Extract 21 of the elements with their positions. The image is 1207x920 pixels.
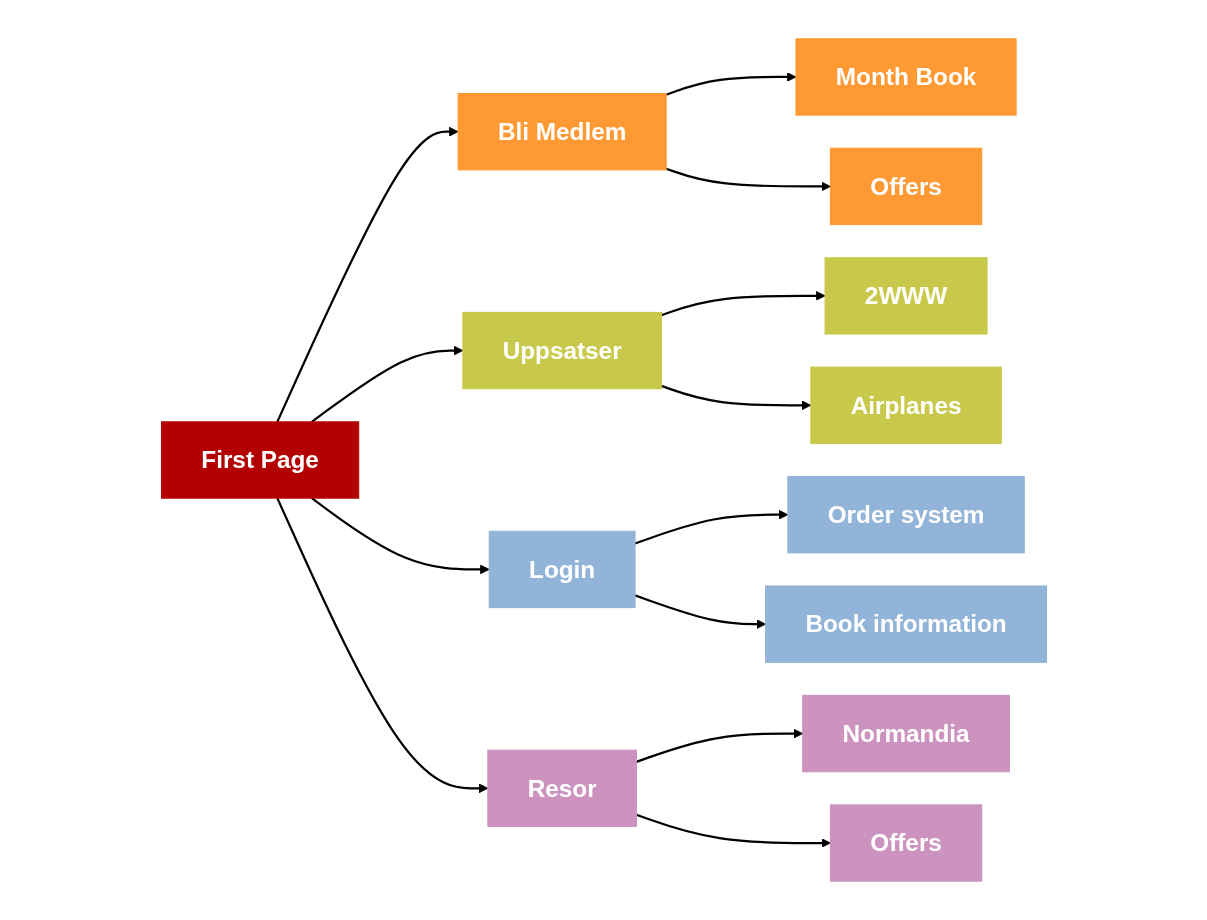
node-box: Resor bbox=[486, 749, 637, 827]
node-box: Book information bbox=[764, 585, 1047, 663]
arrow bbox=[634, 509, 788, 545]
node-box: 2WWW bbox=[824, 257, 988, 335]
node-box: Offers bbox=[829, 804, 982, 882]
arrow bbox=[665, 72, 796, 96]
node-box: Login bbox=[488, 530, 636, 609]
node-box: Offers bbox=[829, 147, 982, 226]
node-box: Month Book bbox=[794, 38, 1017, 116]
arrow bbox=[310, 345, 463, 423]
arrow bbox=[635, 728, 803, 763]
node-box: Airplanes bbox=[809, 366, 1002, 444]
arrow bbox=[275, 497, 488, 794]
arrow bbox=[660, 291, 825, 317]
node-box: Order system bbox=[786, 476, 1025, 554]
arrow bbox=[660, 384, 811, 411]
node-box: Normandia bbox=[801, 694, 1010, 773]
node-box: First Page bbox=[160, 421, 359, 499]
arrow bbox=[634, 594, 766, 629]
node-box: Uppsatser bbox=[461, 311, 662, 390]
node-box: Bli Medlem bbox=[457, 93, 667, 171]
